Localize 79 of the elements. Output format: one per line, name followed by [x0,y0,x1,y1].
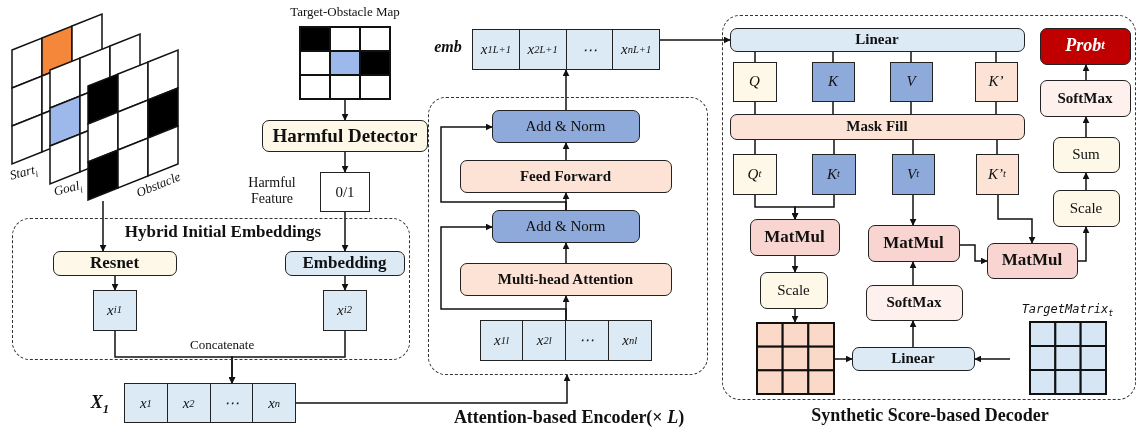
linear-layer-box: Linear [729,27,1025,52]
key-box: K [811,61,855,102]
value-box: V [889,61,933,102]
arrow [791,308,799,323]
arrow [341,275,349,291]
detector-box: Harmful Detector [262,120,428,152]
connector-line [912,139,914,155]
arrow [99,200,107,252]
group-title: Synthetic Score-based Decoder [810,405,1050,426]
arrow [1077,226,1090,262]
group-title: Attention-based Encoder(× L) [452,407,686,428]
connector-line [754,139,756,155]
side-label: X$_{1}$ [89,392,111,417]
arrow [909,194,917,226]
sum-box: Sum [1052,136,1120,173]
arrow [1082,64,1090,81]
attention-box: Multi-head Attention [459,262,672,296]
scale-box: Scale [1052,189,1120,227]
token-row [479,319,652,361]
token: ⋯ [565,320,608,360]
connector-line [833,139,835,155]
arrow [1082,116,1090,138]
token-row [124,383,296,423]
arrow [440,123,567,211]
connector-line [995,101,997,115]
arrow [341,211,349,252]
token: ⋯ [209,384,253,422]
scale-box: Scale [759,271,828,309]
arrow [834,355,853,363]
arrow [562,69,570,111]
arrow [440,223,567,321]
connector-line [832,51,834,63]
arrow [659,36,731,44]
side-label: Harmful Feature [247,175,297,208]
matmul-box: MatMul [749,218,840,256]
connector-line [832,101,834,115]
resnet-box: Resnet [52,250,177,276]
feed-forward-box: Feed Forward [459,159,672,193]
softmax-box: SoftMax [865,284,963,321]
softmax-box: SoftMax [1039,79,1131,117]
arrow [909,320,917,348]
arrow [997,194,1036,244]
side-label: emb [433,38,463,57]
connector-line [910,51,912,63]
linear-layer-box: Linear [851,346,975,371]
add-norm-box: Add & Norm [491,109,640,143]
arrow [562,242,570,264]
arrow [1082,172,1090,191]
arrow [295,374,571,404]
connector-line [754,101,756,115]
arrow [562,142,570,161]
arrow [974,355,1011,363]
arrow [909,261,917,286]
connector-line [754,51,756,63]
matrix-title: TargetMatrix$_{t}$ [1020,301,1115,318]
embedding-box: Embedding [284,250,405,276]
map-title: Target-Obstacle Map [289,4,401,20]
arrow [228,330,346,384]
embeddings-group-frame [12,218,410,360]
arrow [341,99,349,121]
mask-fill-box: Mask Fill [729,113,1025,140]
key-box: K’ [974,61,1018,102]
group-title: Hybrid Initial Embeddings [123,222,323,242]
matmul-box: MatMul [867,224,960,262]
arrow [111,275,119,291]
arrow [791,255,799,273]
arrow [791,194,835,220]
arrow [959,244,988,265]
connector-line [995,51,997,63]
connector-line [996,139,998,155]
matmul-box: MatMul [986,242,1078,279]
feature-value-box: 0/1 [320,172,370,212]
connector-line [910,101,912,115]
token: ⋯ [565,30,613,69]
arrow [341,151,349,173]
token-row [472,29,660,70]
layer-label: Obstacle [134,168,183,201]
add-norm-box: Add & Norm [491,209,640,243]
query-box: Q [732,61,777,102]
